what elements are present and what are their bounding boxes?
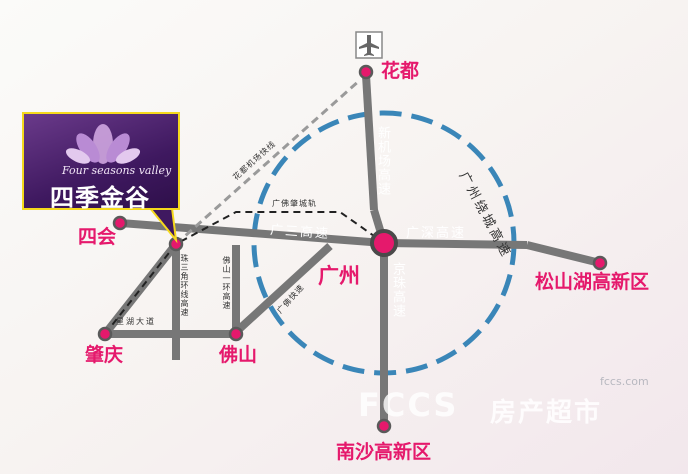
city-dots	[97, 64, 608, 434]
label-guangfozhao-rail: 广佛肇城轨	[272, 199, 317, 208]
dot-songshanhu	[592, 255, 608, 271]
road-zhaoqing-link	[101, 241, 180, 337]
dot-foshan	[228, 326, 244, 342]
label-huadu: 花都	[381, 60, 420, 82]
road-guangshen	[383, 239, 528, 249]
label-zhaoqing: 肇庆	[85, 344, 124, 366]
watermark-text: 房产超市	[490, 398, 603, 428]
road-xinjichang	[362, 74, 378, 211]
label-songshanhu: 松山湖高新区	[535, 271, 650, 293]
dot-nansha	[376, 418, 392, 434]
dot-huadu	[358, 64, 374, 80]
label-foshan: 佛山	[219, 344, 258, 366]
label-nansha: 南沙高新区	[336, 441, 432, 463]
watermark-logo: FCCS	[358, 386, 459, 424]
label-jingzhu: 京珠高速	[390, 262, 405, 318]
dot-guangzhou	[370, 229, 398, 257]
brand-name: 四季金谷	[50, 184, 150, 212]
label-guangzhou: 广州	[318, 264, 360, 288]
label-xinjichang: 新机场高速	[375, 126, 390, 196]
road-guangfo	[233, 243, 333, 335]
dot-zhaoqing	[97, 326, 113, 342]
label-sihui: 四会	[78, 226, 117, 248]
flower-logo-icon	[65, 124, 141, 164]
highways	[101, 74, 601, 420]
label-sanhuan: 珠三角环线高速	[180, 254, 189, 317]
watermark-url: fccs.com	[600, 375, 649, 388]
rail-lines	[104, 78, 385, 335]
rail-guangfozhao	[104, 211, 385, 335]
brand-tagline: Four seasons valley	[62, 164, 172, 177]
dot-sihui	[112, 215, 128, 231]
airplane-icon	[355, 31, 383, 59]
label-xinghu: 星湖大道	[116, 317, 156, 326]
project-brand-box: Four seasons valley 四季金谷	[22, 112, 180, 212]
label-foshan-ring1: 佛山一环高速	[222, 256, 231, 310]
label-guangsan: 广三高速	[269, 222, 331, 243]
rail-airport	[175, 78, 361, 246]
label-guangshen: 广深高速	[406, 226, 467, 241]
road-songshanhu-link	[526, 241, 601, 267]
